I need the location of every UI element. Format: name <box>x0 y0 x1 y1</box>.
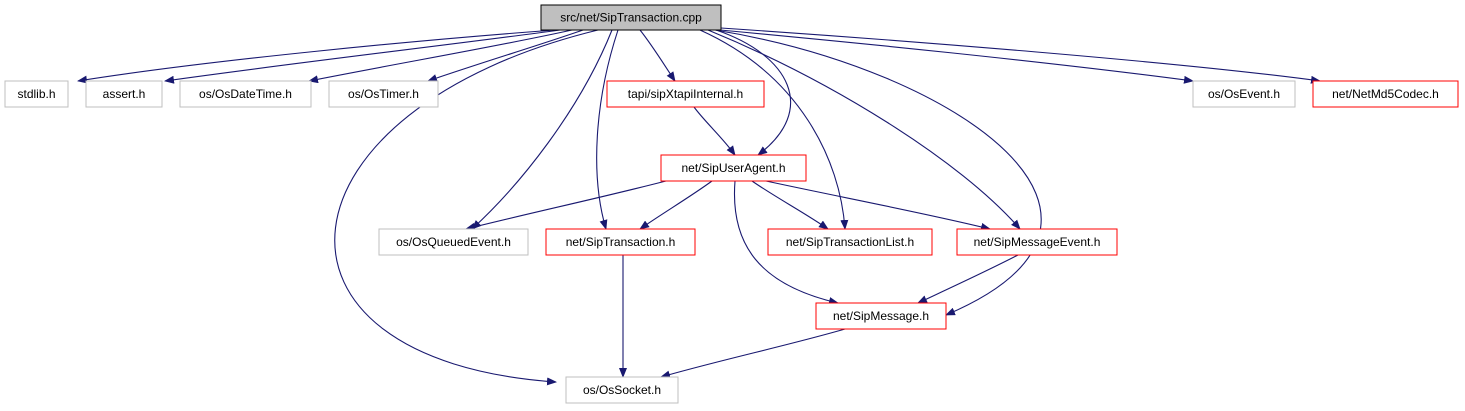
node-root: src/net/SipTransaction.cpp <box>540 4 722 31</box>
node-assert[interactable]: assert.h <box>85 80 163 108</box>
node-box <box>767 228 933 256</box>
node-osevent[interactable]: os/OsEvent.h <box>1192 80 1296 108</box>
node-timer[interactable]: os/OsTimer.h <box>328 80 439 108</box>
node-label: os/OsSocket.h <box>583 383 661 397</box>
node-box <box>540 4 722 31</box>
node-label: net/SipTransactionList.h <box>786 235 914 249</box>
node-box <box>956 228 1118 256</box>
node-datetime[interactable]: os/OsDateTime.h <box>179 80 312 108</box>
node-box <box>85 80 163 108</box>
edge-root-to-timer <box>427 29 584 82</box>
node-label: os/OsDateTime.h <box>199 87 292 101</box>
edge-root-to-md5 <box>720 27 1321 84</box>
edge-useragent-to-msgevent <box>765 180 991 231</box>
node-label: src/net/SipTransaction.cpp <box>560 11 702 25</box>
edge-sipmsg-to-socket <box>660 328 846 379</box>
edge-useragent-to-trans <box>639 180 713 230</box>
edge-root-to-sipmsg <box>714 29 1042 316</box>
edge-root-to-datetime <box>308 29 573 84</box>
node-md5[interactable]: net/NetMd5Codec.h <box>1312 80 1459 108</box>
node-stdlib[interactable]: stdlib.h <box>4 80 69 108</box>
node-box <box>1192 80 1296 108</box>
node-translist[interactable]: net/SipTransactionList.h <box>767 228 933 256</box>
edge-useragent-to-sipmsg <box>733 180 839 305</box>
edge-msgevent-to-sipmsg <box>917 254 1019 304</box>
node-box <box>545 228 696 256</box>
node-label: net/SipMessageEvent.h <box>974 235 1101 249</box>
edge-root-to-translist <box>699 29 849 230</box>
node-label: net/NetMd5Codec.h <box>1332 87 1439 101</box>
edge-root-to-msgevent <box>707 29 1021 230</box>
node-box <box>606 80 765 108</box>
dependency-edges <box>77 27 1321 386</box>
edge-root-to-queued <box>471 29 613 230</box>
node-label: assert.h <box>103 87 146 101</box>
node-msgevent[interactable]: net/SipMessageEvent.h <box>956 228 1118 256</box>
edge-root-to-osevent <box>719 29 1194 84</box>
node-label: stdlib.h <box>17 87 55 101</box>
node-box <box>815 302 947 330</box>
edge-root-to-stdlib <box>77 29 556 84</box>
node-label: os/OsTimer.h <box>348 87 419 101</box>
node-label: net/SipUserAgent.h <box>681 161 785 175</box>
edge-sipxtapi-to-useragent <box>693 106 736 156</box>
edge-root-to-assert <box>164 29 561 84</box>
edge-root-to-useragent <box>715 29 791 156</box>
node-queued[interactable]: os/OsQueuedEvent.h <box>378 228 529 256</box>
edge-useragent-to-translist <box>751 180 829 230</box>
node-trans[interactable]: net/SipTransaction.h <box>545 228 696 256</box>
node-label: tapi/sipXtapiInternal.h <box>628 87 743 101</box>
edge-root-to-sipxtapi <box>639 29 676 82</box>
node-sipmsg[interactable]: net/SipMessage.h <box>815 302 947 330</box>
node-label: os/OsEvent.h <box>1208 87 1280 101</box>
node-sipxtapi[interactable]: tapi/sipXtapiInternal.h <box>606 80 765 108</box>
node-useragent[interactable]: net/SipUserAgent.h <box>660 154 807 182</box>
file-nodes: src/net/SipTransaction.cpp stdlib.h assert… <box>4 4 1459 404</box>
node-box <box>565 376 679 404</box>
node-box <box>378 228 529 256</box>
node-socket[interactable]: os/OsSocket.h <box>565 376 679 404</box>
node-box <box>328 80 439 108</box>
node-label: net/SipMessage.h <box>833 309 929 323</box>
node-label: net/SipTransaction.h <box>566 235 676 249</box>
node-label: os/OsQueuedEvent.h <box>396 235 511 249</box>
node-box <box>1312 80 1459 108</box>
edge-root-to-socket <box>334 29 599 386</box>
node-box <box>179 80 312 108</box>
node-box <box>4 80 69 108</box>
edge-useragent-to-queued <box>465 180 667 231</box>
node-box <box>660 154 807 182</box>
edge-root-to-trans <box>596 29 619 230</box>
